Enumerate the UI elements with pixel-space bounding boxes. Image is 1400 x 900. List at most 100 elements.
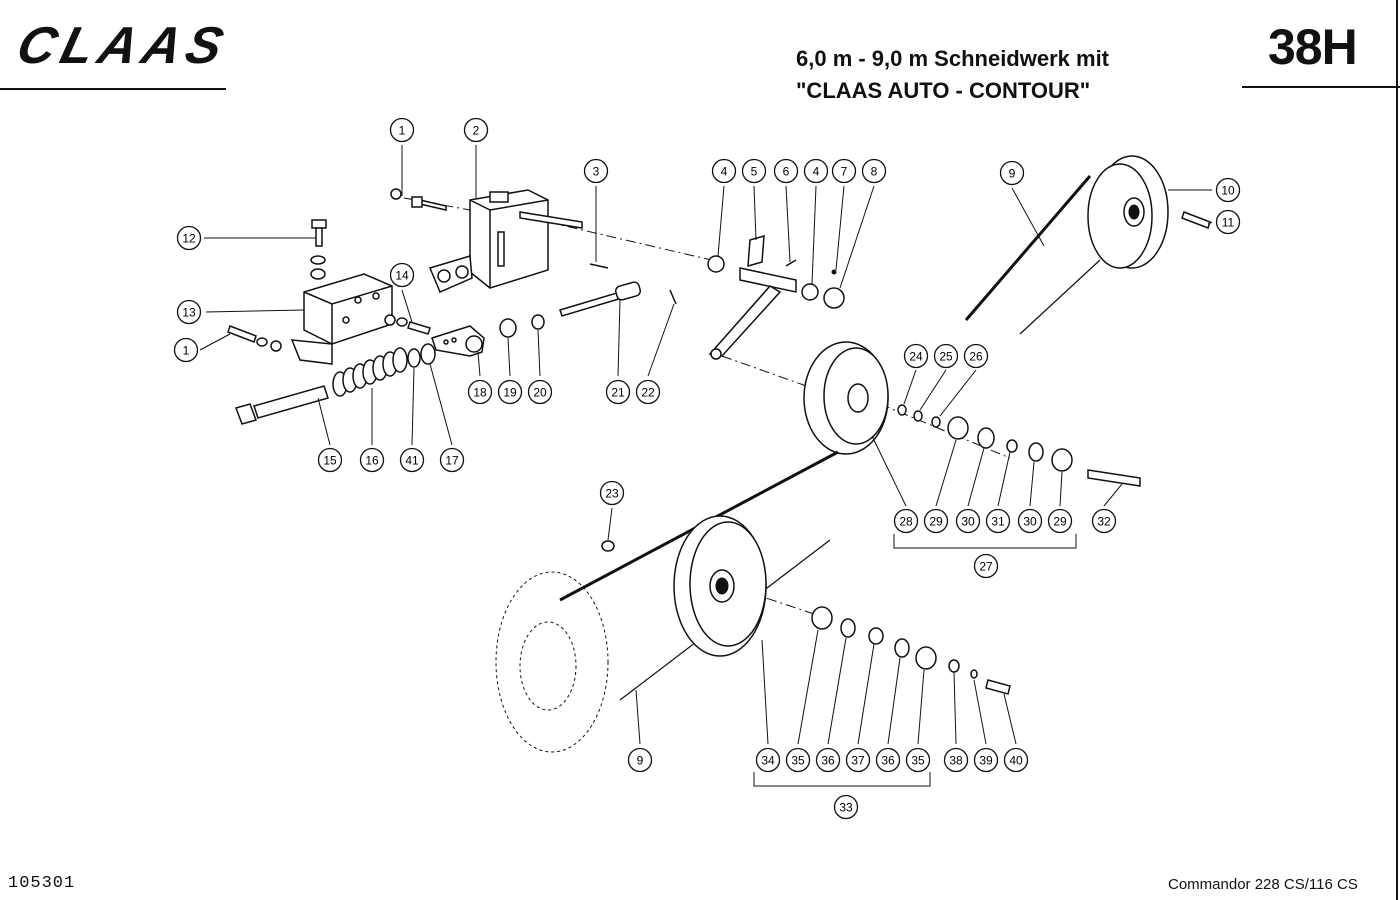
bolt-14 [384,314,431,335]
callout-circle [627,747,653,773]
callout-36: 36 [815,747,841,773]
callout-18: 18 [467,379,493,405]
page-code: 38H [1268,19,1358,75]
callout-16: 16 [359,447,385,473]
callout-number: 21 [611,386,625,400]
circlip-36a [840,618,856,638]
spring-16 [332,347,408,397]
callout-circle [583,158,609,184]
callout-circle [1091,508,1117,534]
pin-22 [669,289,677,305]
callout-number: 29 [929,515,943,529]
callout-circle [875,747,901,773]
callout-19: 19 [497,379,523,405]
callout-number: 35 [911,754,925,768]
callout-24: 24 [903,343,929,369]
callout-20: 20 [527,379,553,405]
callout-37: 37 [845,747,871,773]
washer-25 [913,410,923,422]
long-bolt-15 [235,385,329,425]
callout-circle [893,508,919,534]
callout-number: 27 [979,560,993,574]
callout-number: 1 [183,344,190,358]
bearing-35b [915,646,937,670]
callout-number: 35 [791,754,805,768]
callout-number: 30 [961,515,975,529]
callout-28: 28 [893,508,919,534]
bolt-left [227,325,282,352]
pulley-34 [673,515,767,657]
belt-9-top-b [1019,259,1101,335]
page-title-line1: 6,0 m - 9,0 m Schneidwerk mit [796,46,1110,71]
bolt-32 [1087,469,1141,487]
callout-2: 2 [463,117,489,143]
callout-1: 1 [389,117,415,143]
callout-circle [973,553,999,579]
callout-number: 24 [909,350,923,364]
circlip-30a [977,427,995,449]
callout-number: 5 [751,165,758,179]
drawing-parts [227,155,1211,753]
callout-circle [1215,209,1241,235]
callout-9: 9 [999,160,1025,186]
nut-24 [897,404,907,416]
callout-31: 31 [985,508,1011,534]
callout-number: 19 [503,386,517,400]
arm-5 [708,234,797,360]
washer-17 [420,343,436,365]
callout-number: 14 [395,269,409,283]
callout-circle [785,747,811,773]
callout-number: 9 [637,754,644,768]
callout-number: 34 [761,754,775,768]
pulley-10 [1087,155,1169,269]
callout-1: 1 [173,337,199,363]
callout-circle [923,508,949,534]
callout-circle [463,117,489,143]
callout-number: 17 [445,454,459,468]
callout-circle [755,747,781,773]
callout-number: 36 [881,754,895,768]
callout-number: 12 [182,232,196,246]
callout-circle [1017,508,1043,534]
bearing-29a [947,416,969,440]
callout-23: 23 [599,480,625,506]
callout-number: 10 [1221,184,1235,198]
callout-34: 34 [755,747,781,773]
washer-41 [407,348,421,368]
callout-circle [933,343,959,369]
callout-number: 7 [841,165,848,179]
callout-35: 35 [785,747,811,773]
callout-12: 12 [176,225,202,251]
callout-circle [773,158,799,184]
callout-41: 41 [399,447,425,473]
ball-7 [831,269,837,275]
callout-circle [176,225,202,251]
callout-27: 27 [973,553,999,579]
callout-circle [359,447,385,473]
callout-13: 13 [176,299,202,325]
callout-number: 31 [991,515,1005,529]
rod-21 [559,281,642,317]
document-number: 105301 [8,874,76,893]
circlip-36b [894,638,910,658]
spacer-31 [1006,439,1018,453]
callout-number: 30 [1023,515,1037,529]
callout-circle [389,117,415,143]
pulley-ghost-hub [519,621,577,711]
callout-38: 38 [943,747,969,773]
washer-39 [970,669,978,679]
callout-number: 4 [813,165,820,179]
callout-circle [943,747,969,773]
callout-circle [1047,508,1073,534]
callout-number: 37 [851,754,865,768]
callout-circle [399,447,425,473]
callout-number: 32 [1097,515,1111,529]
callout-15: 15 [317,447,343,473]
lever-18 [431,325,485,357]
bush-4b [801,283,819,301]
ring-26 [931,416,941,428]
callout-32: 32 [1091,508,1117,534]
callout-circle [317,447,343,473]
nut-20 [531,314,545,330]
